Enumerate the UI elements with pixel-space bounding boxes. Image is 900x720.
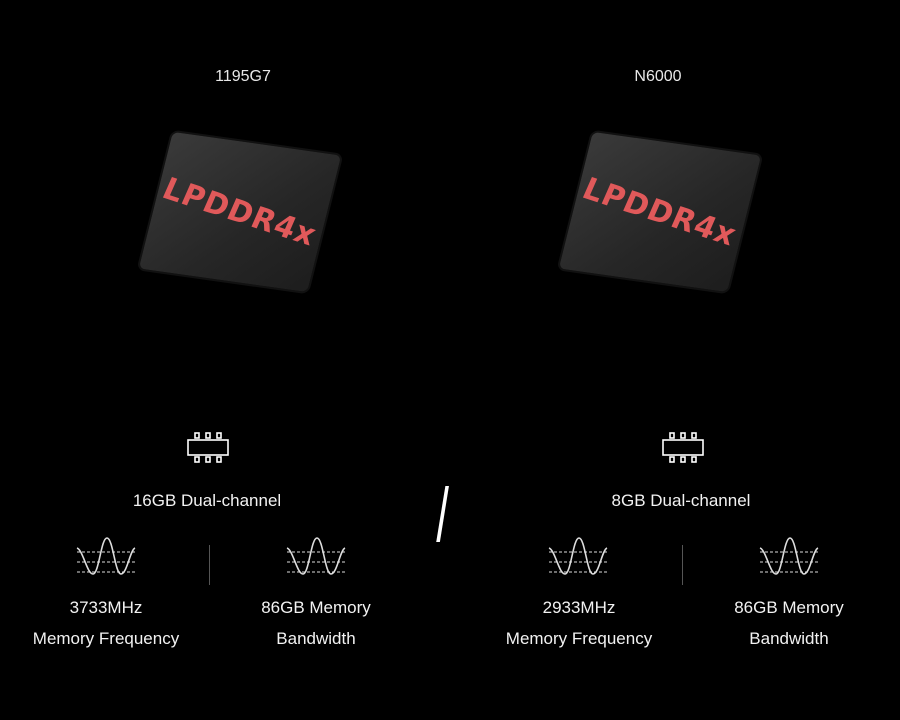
left-bandwidth-value: 86GB Memory — [261, 598, 371, 617]
circuit-trace — [331, 223, 420, 231]
circuit-pad — [201, 282, 207, 288]
circuit-board-background — [60, 60, 840, 380]
circuit-trace — [480, 215, 569, 223]
circuit-trace — [691, 284, 697, 340]
circuit-trace — [751, 169, 840, 177]
left-frequency-value: 3733MHz — [69, 598, 143, 617]
right-capacity: 8GB Dual-channel — [611, 491, 751, 510]
left-model-title: 1195G7 — [215, 68, 271, 85]
left-bandwidth-label: Bandwidth — [276, 629, 356, 648]
circuit-trace — [581, 284, 591, 340]
circuit-trace — [751, 205, 840, 213]
circuit-trace — [480, 197, 569, 205]
left-capacity: 16GB Dual-channel — [132, 491, 282, 510]
circuit-trace — [331, 205, 420, 213]
circuit-trace — [60, 179, 149, 187]
right-ram-chip-icon — [662, 432, 704, 463]
circuit-trace — [331, 241, 420, 249]
right-bandwidth-wave-icon — [759, 537, 821, 575]
circuit-pad — [655, 282, 661, 288]
circuit-trace — [60, 161, 149, 169]
left-chip-label: LPDDR4x — [157, 170, 323, 254]
circuit-trace — [254, 284, 258, 380]
circuit-trace — [707, 60, 714, 141]
right-bandwidth-value: 86GB Memory — [734, 598, 844, 617]
left-bandwidth: 86GB Memory Bandwidth — [261, 592, 371, 654]
right-divider — [682, 545, 683, 585]
circuit-trace — [271, 284, 277, 340]
circuit-trace — [480, 143, 569, 151]
circuit-trace — [674, 284, 678, 380]
circuit-trace — [199, 60, 206, 141]
circuit-trace — [619, 284, 625, 380]
circuit-pad — [621, 282, 627, 288]
circuit-trace — [60, 143, 149, 151]
circuit-pad — [587, 282, 593, 288]
circuit-trace — [708, 284, 716, 360]
circuit-trace — [331, 169, 420, 177]
left-bandwidth-wave-icon — [286, 537, 348, 575]
circuit-trace — [288, 284, 296, 360]
circuit-trace — [331, 277, 420, 285]
circuit-trace — [480, 233, 569, 241]
circuit-trace — [725, 284, 735, 380]
circuit-trace — [751, 223, 840, 231]
circuit-trace — [751, 187, 840, 195]
circuit-trace — [619, 60, 626, 141]
circuit-pad — [167, 282, 173, 288]
circuit-trace — [305, 284, 315, 380]
circuit-trace — [480, 179, 569, 187]
circuit-trace — [218, 284, 222, 340]
left-memory-chip: LPDDR4x — [138, 131, 342, 293]
right-frequency-wave-icon — [548, 537, 610, 575]
left-divider — [209, 545, 210, 585]
left-frequency: 3733MHz Memory Frequency — [33, 592, 179, 654]
circuit-trace — [199, 284, 205, 380]
circuit-trace — [60, 233, 149, 241]
right-bandwidth: 86GB Memory Bandwidth — [734, 592, 844, 654]
left-frequency-wave-icon — [76, 537, 138, 575]
circuit-trace — [751, 241, 840, 249]
circuit-trace — [638, 284, 642, 340]
circuit-trace — [331, 259, 420, 267]
circuit-trace — [480, 251, 569, 259]
right-bandwidth-label: Bandwidth — [749, 629, 829, 648]
circuit-trace — [60, 197, 149, 205]
circuit-trace — [60, 251, 149, 259]
right-memory-chip: LPDDR4x — [558, 131, 762, 293]
circuit-trace — [287, 60, 294, 141]
left-ram-chip-icon — [187, 432, 229, 463]
comparison-separator: / — [436, 473, 449, 558]
right-frequency-label: Memory Frequency — [505, 629, 653, 648]
left-frequency-label: Memory Frequency — [32, 629, 180, 648]
right-frequency-value: 2933MHz — [542, 598, 616, 617]
circuit-trace — [331, 187, 420, 195]
circuit-pad — [184, 282, 190, 288]
circuit-trace — [161, 284, 171, 340]
circuit-trace — [685, 60, 692, 141]
circuit-pad — [235, 282, 241, 288]
circuit-trace — [751, 259, 840, 267]
circuit-trace — [751, 277, 840, 285]
right-frequency: 2933MHz Memory Frequency — [506, 592, 652, 654]
right-chip-label: LPDDR4x — [577, 170, 743, 254]
circuit-pad — [604, 282, 610, 288]
right-model-title: N6000 — [634, 68, 682, 85]
circuit-pad — [638, 282, 644, 288]
circuit-trace — [600, 284, 608, 360]
circuit-trace — [180, 284, 188, 360]
circuit-trace — [60, 215, 149, 223]
circuit-trace — [480, 161, 569, 169]
circuit-pad — [218, 282, 224, 288]
